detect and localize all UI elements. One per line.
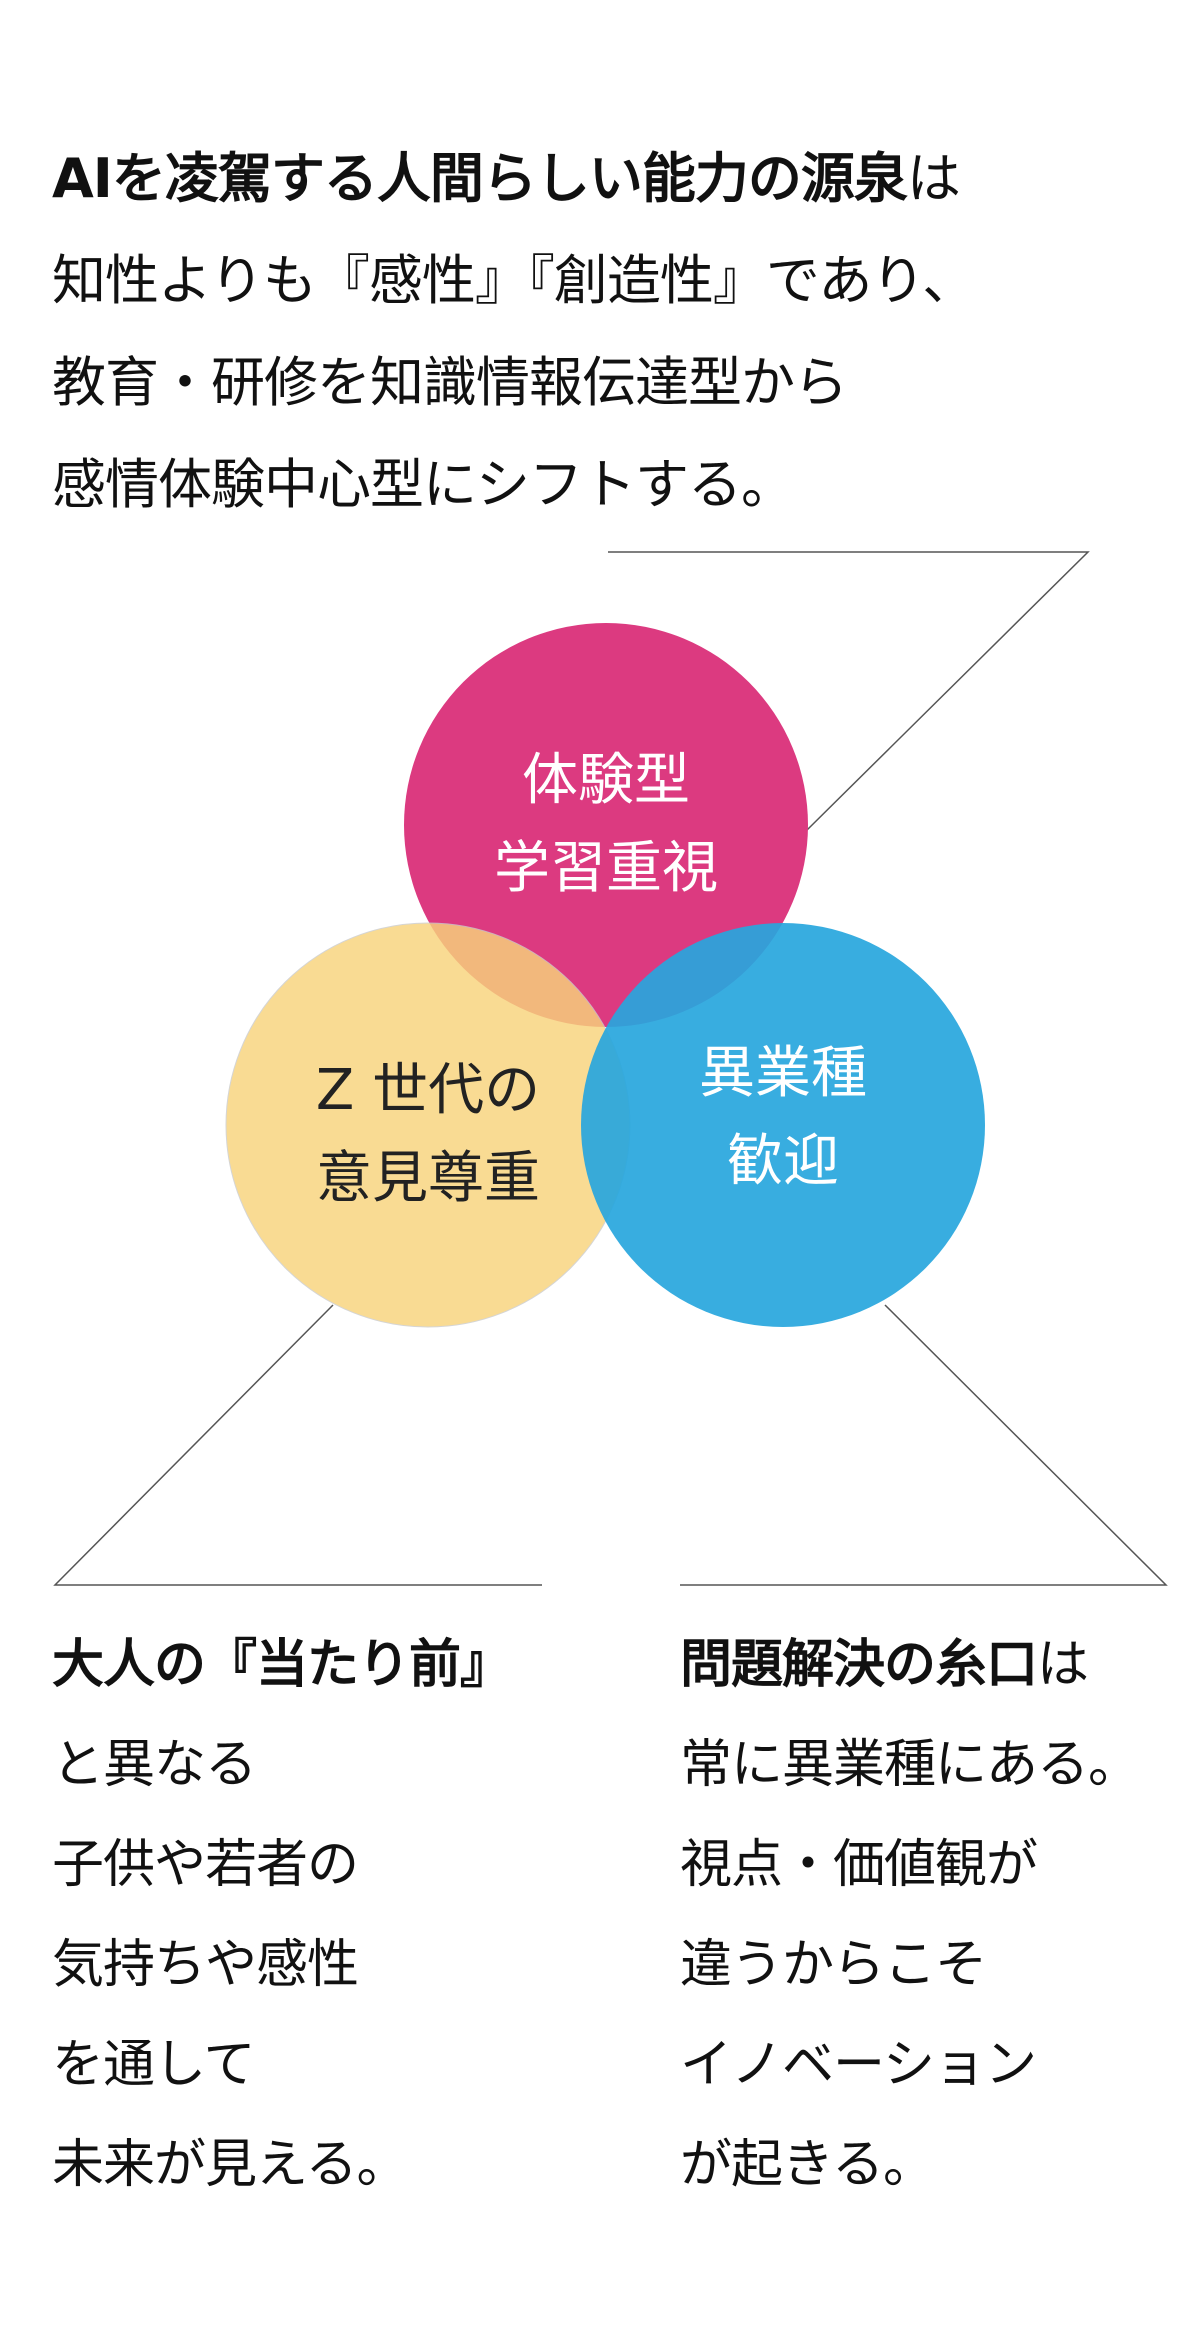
headline-line-1: AIを凌駕する人間らしい能力の源泉は [52,128,975,230]
left-column-line: 気持ちや感性 [52,1935,359,1995]
headline-line-3: 教育・研修を知識情報伝達型から [52,351,848,414]
headline-line-4: 感情体験中心型にシフトする。 [52,453,795,516]
right-column-heading-rest: は [1037,1635,1089,1695]
right-column-heading: 問題解決の糸口は [680,1615,1139,1715]
circle-right [581,923,985,1327]
left-column-line: を通して [52,2035,255,2095]
circle-right-label: 異業種 歓迎 [603,1030,963,1206]
headline-line-2: 知性よりも『感性』『創造性』であり、 [52,249,976,312]
right-column: 問題解決の糸口は 常に異業種にある。 視点・価値観が 違うからこそ イノベーショ… [680,1615,1140,2215]
headline-rest: は [906,147,961,210]
left-column-line: と異なる [52,1735,257,1795]
circle-top [404,623,808,1027]
left-column-heading: 大人の『当たり前』 [52,1635,512,1695]
left-column-line: 未来が見える。 [52,2135,408,2195]
circle-right-line2: 歓迎 [727,1129,839,1194]
right-column-heading-bold: 問題解決の糸口 [680,1635,1038,1695]
headline-bold: AIを凌駕する人間らしい能力の源泉 [52,147,908,210]
circle-right-line1: 異業種 [699,1041,867,1106]
connector-top [608,551,1090,831]
circle-left-label: Z 世代の 意見尊重 [248,1047,608,1223]
left-column: 大人の『当たり前』 と異なる 子供や若者の 気持ちや感性 を通して 未来が見える… [52,1615,512,2215]
headline: AIを凌駕する人間らしい能力の源泉は 知性よりも『感性』『創造性』であり、 教育… [52,128,976,536]
circle-left-line2: 意見尊重 [316,1146,540,1211]
circle-top-line1: 体験型 [522,748,690,813]
right-column-line: が起きる。 [680,2135,935,2195]
connector-right [680,1304,1168,1586]
right-column-line: 常に異業種にある。 [680,1735,1140,1795]
right-column-line: 違うからこそ [680,1935,987,1995]
connector-left [53,1304,542,1586]
right-column-line: イノベーション [680,2035,1037,2095]
right-column-line: 視点・価値観が [680,1835,1038,1895]
circle-top-label: 体験型 学習重視 [426,737,786,913]
circle-left-line1: Z 世代の [315,1058,541,1123]
left-column-line: 子供や若者の [52,1835,359,1895]
circle-top-line2: 学習重視 [494,836,718,901]
